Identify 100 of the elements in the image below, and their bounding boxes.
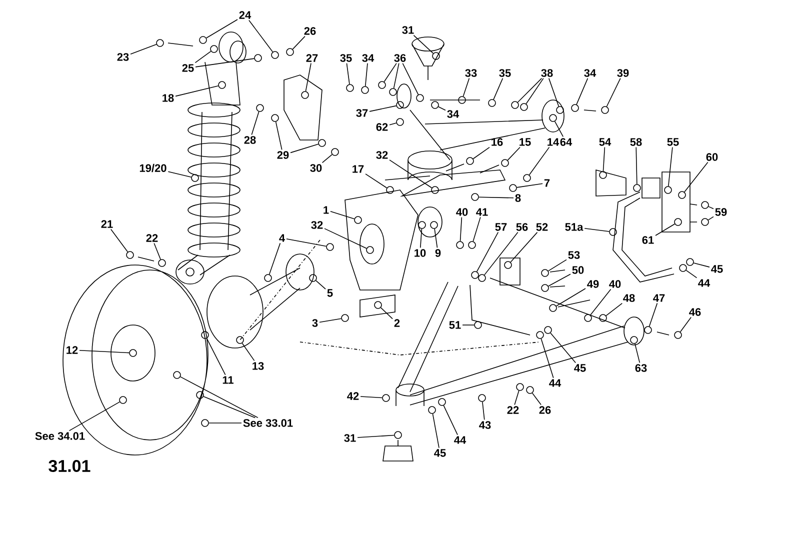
- callout-number: 9: [435, 249, 441, 257]
- fastener-part: [456, 241, 464, 249]
- fastener-part: [509, 184, 517, 192]
- callout-number: 35: [499, 69, 511, 77]
- leader-line: [413, 34, 434, 54]
- callout-number: 25: [182, 64, 194, 72]
- leader-line: [434, 228, 438, 248]
- leader-line: [203, 396, 256, 418]
- fastener-part: [599, 314, 607, 322]
- callout-number: 51a: [565, 223, 584, 231]
- callout-number: 62: [376, 123, 388, 131]
- fastener-part: [488, 99, 496, 107]
- fastener-part: [201, 419, 209, 427]
- leader-line: [708, 216, 714, 220]
- fastener-part: [326, 243, 334, 251]
- leader-line: [590, 288, 612, 316]
- fastener-part: [199, 36, 207, 44]
- callout-number: 17: [352, 165, 364, 173]
- callout-number: 40: [609, 280, 621, 288]
- callout-number: 16: [492, 138, 503, 146]
- callout-number: 26: [304, 27, 316, 35]
- fastener-part: [526, 386, 534, 394]
- leader-line: [380, 307, 393, 320]
- fastener-part: [541, 269, 549, 277]
- callout-number: 33: [465, 69, 477, 77]
- callout-number: 43: [479, 421, 491, 429]
- callout-number: 56: [516, 223, 528, 231]
- leader-line: [251, 111, 260, 136]
- callout-number: 57: [495, 223, 507, 231]
- leader-line: [540, 338, 554, 378]
- fastener-part: [471, 271, 479, 279]
- fastener-part: [431, 186, 439, 194]
- callout-number: 44: [549, 379, 562, 387]
- leader-line: [248, 20, 274, 52]
- leader-line: [305, 62, 312, 92]
- fastener-part: [366, 246, 374, 254]
- leader-line: [365, 174, 388, 188]
- leader-line: [438, 106, 446, 111]
- callout-number: 22: [507, 406, 519, 414]
- callout-number: 45: [434, 449, 446, 457]
- callout-number: 30: [310, 164, 322, 172]
- callout-number: 4: [279, 234, 285, 242]
- leader-line: [319, 318, 342, 323]
- callout-number: 18: [162, 94, 174, 102]
- callout-number: 27: [306, 54, 318, 62]
- leader-line: [130, 44, 157, 55]
- callout-number: 3: [312, 319, 318, 327]
- fastener-part: [432, 52, 440, 60]
- fastener-part: [516, 383, 524, 391]
- callout-number: 31: [344, 434, 356, 442]
- leader-line: [686, 270, 698, 278]
- callout-number: 15: [520, 138, 531, 146]
- leader-line: [360, 396, 382, 398]
- callout-number: 28: [244, 136, 256, 144]
- leader-line: [484, 232, 518, 276]
- leader-line: [324, 228, 367, 249]
- fastener-part: [418, 221, 426, 229]
- fastener-part: [478, 274, 486, 282]
- callout-number: 37: [356, 109, 368, 117]
- fastener-part: [438, 398, 446, 406]
- callout-number: 35: [340, 54, 352, 62]
- leader-line: [168, 171, 192, 178]
- leader-line: [268, 242, 281, 275]
- fastener-part: [511, 101, 519, 109]
- callout-number: 7: [544, 179, 550, 187]
- fastener-part: [523, 174, 531, 182]
- fastener-part: [191, 174, 199, 182]
- leader-line: [493, 78, 504, 100]
- leader-line: [275, 121, 282, 150]
- fastener-part: [466, 157, 474, 165]
- leader-line: [550, 332, 576, 364]
- callout-number: 44: [454, 436, 466, 444]
- callout-number: 32: [311, 221, 323, 229]
- leader-line: [548, 259, 567, 272]
- leader-line: [606, 78, 621, 107]
- callout-number: 39: [617, 69, 629, 77]
- callout-number: 38: [541, 69, 553, 77]
- fastener-part: [474, 321, 482, 329]
- leader-line: [389, 160, 432, 188]
- callout-number: 22: [146, 234, 158, 242]
- leader-line: [208, 422, 242, 424]
- callout-number: 53: [568, 251, 580, 259]
- leader-line: [110, 228, 128, 252]
- leader-line: [369, 105, 397, 112]
- fastener-part: [630, 336, 638, 344]
- fastener-part: [256, 104, 264, 112]
- fastener-part: [396, 101, 404, 109]
- fastener-part: [416, 94, 424, 102]
- leader-line: [79, 350, 130, 354]
- fastener-part: [478, 394, 486, 402]
- leader-line: [346, 62, 350, 85]
- fastener-part: [119, 396, 127, 404]
- callout-number: 32: [376, 151, 388, 159]
- leader-line: [322, 154, 332, 164]
- callout-number: 31: [402, 26, 414, 34]
- fastener-part: [361, 86, 369, 94]
- callout-number: 19/20: [140, 164, 166, 172]
- leader-line: [584, 228, 610, 232]
- callout-number: 58: [630, 138, 642, 146]
- fastener-part: [471, 193, 479, 201]
